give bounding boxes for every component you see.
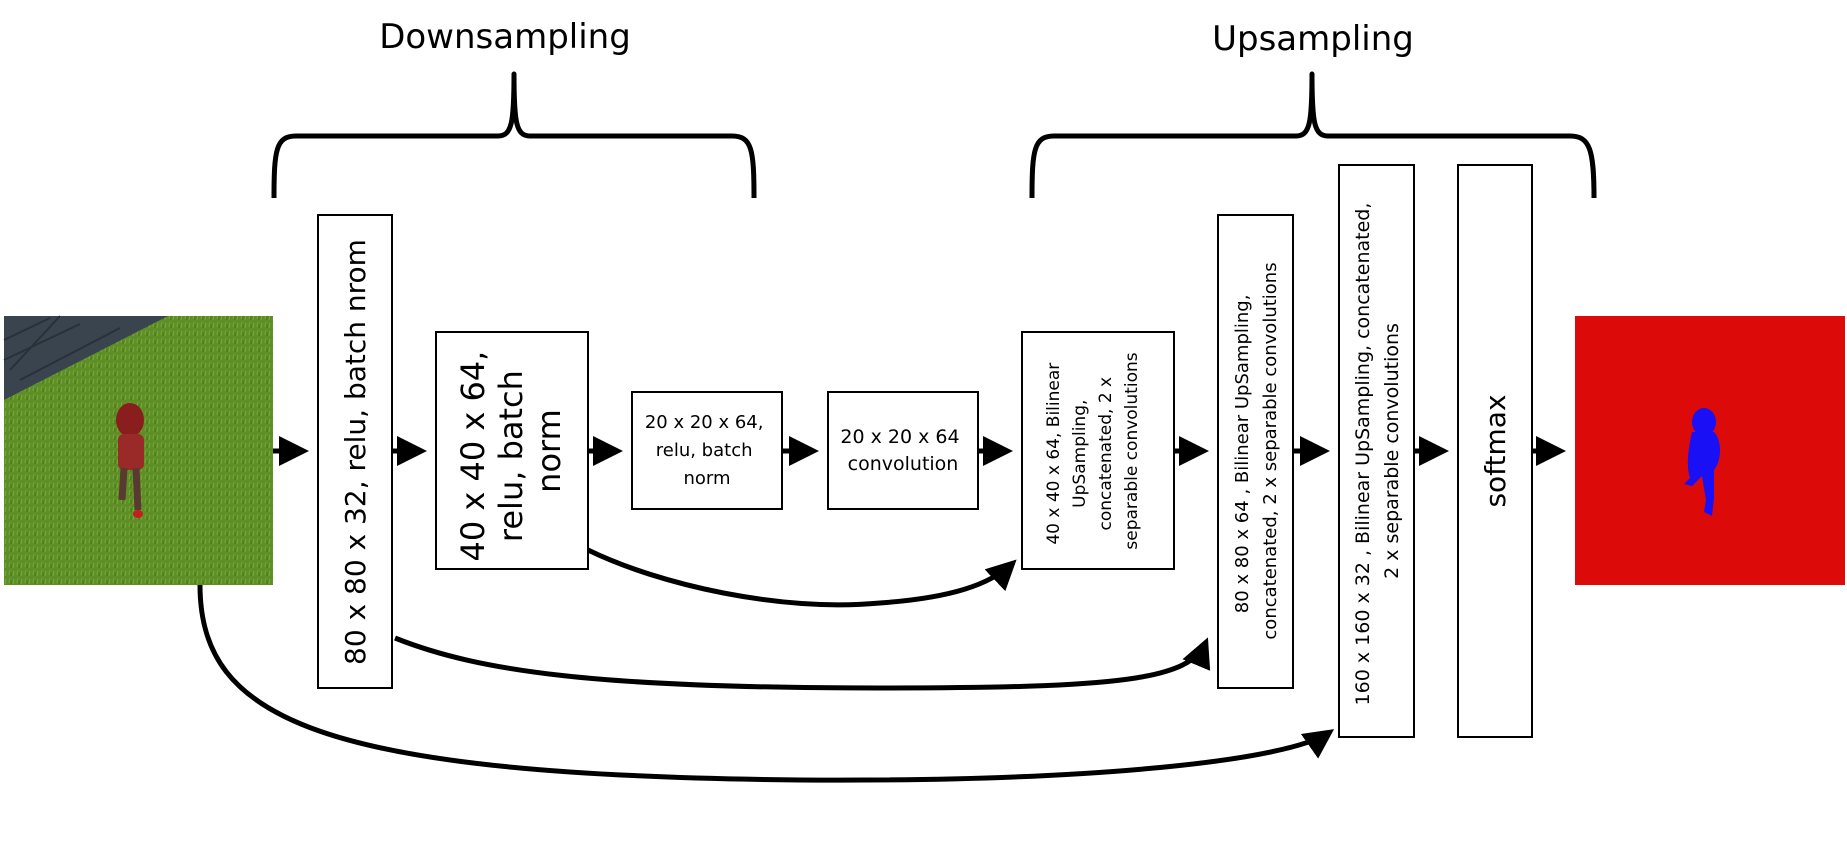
block-20x20x64-label: 20 x 20 x 64, relu, batch norm bbox=[645, 412, 769, 489]
block-80x80x32 bbox=[317, 214, 393, 689]
block-20x20x64-conv bbox=[827, 391, 979, 510]
skip-enc1-to-dec2 bbox=[394, 635, 1211, 691]
upsampling-label: Upsampling bbox=[1212, 19, 1414, 59]
block-40x40x64 bbox=[435, 331, 589, 570]
skip-connections bbox=[197, 547, 1335, 783]
person-body bbox=[118, 434, 144, 470]
block-dec-40x40x64-label: 40 x 40 x 64, Bilinear UpSampling, conca… bbox=[1044, 352, 1142, 549]
block-dec-160x160x32 bbox=[1338, 164, 1415, 738]
person-head bbox=[116, 403, 144, 437]
block-dec-40x40x64 bbox=[1021, 331, 1175, 570]
block-softmax bbox=[1457, 164, 1533, 738]
output-mask-image bbox=[1575, 316, 1845, 585]
downsampling-brace bbox=[271, 71, 757, 199]
skip-enc2-to-dec1 bbox=[586, 547, 1017, 608]
input-image bbox=[3, 315, 273, 585]
block-40x40x64-label: 40 x 40 x 64, relu, batch norm bbox=[454, 340, 568, 561]
block-dec-80x80x64 bbox=[1217, 214, 1294, 689]
block-dec-80x80x64-label: 80 x 80 x 64 , Bilinear UpSampling, conc… bbox=[1232, 262, 1281, 639]
skip-input-to-dec3 bbox=[197, 584, 1335, 783]
block-80x80x32-label: 80 x 80 x 32, relu, batch nrom bbox=[339, 239, 372, 665]
downsampling-label: Downsampling bbox=[379, 17, 631, 57]
block-conv-label: 20 x 20 x 64 convolution bbox=[840, 426, 965, 475]
block-dec-160x160x32-label: 160 x 160 x 32 , Bilinear UpSampling, co… bbox=[1352, 197, 1403, 706]
upsampling-brace bbox=[1029, 71, 1597, 199]
block-softmax-label: softmax bbox=[1479, 394, 1512, 507]
block-20x20x64 bbox=[631, 391, 783, 510]
